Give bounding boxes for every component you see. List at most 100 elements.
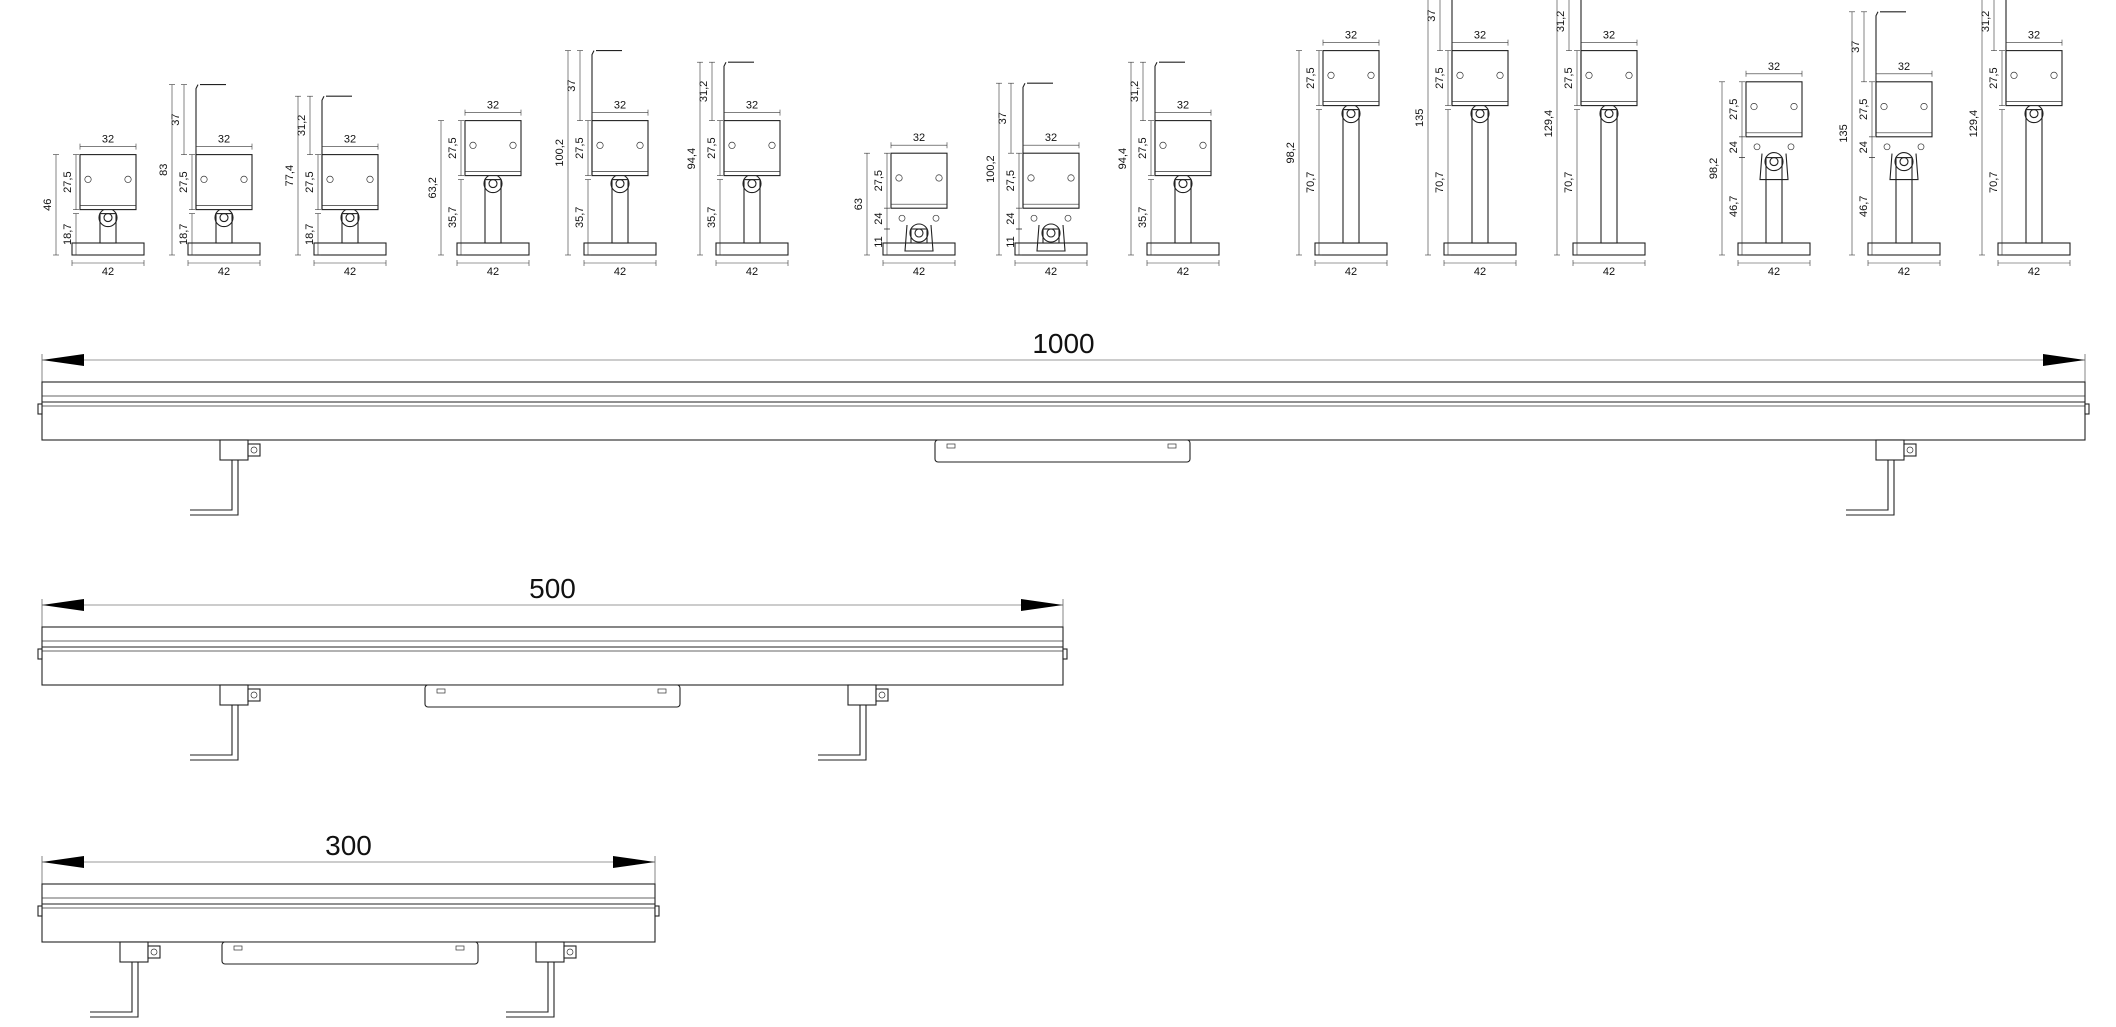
- fixture-view: 500: [37, 573, 1068, 761]
- total-height-label: 135: [1838, 124, 1850, 142]
- stand-height-label: 35,7: [706, 207, 718, 228]
- total-height-label: 135: [1414, 109, 1426, 127]
- screw: [1064, 214, 1072, 222]
- total-height-label: 46: [42, 199, 54, 211]
- screw: [2010, 71, 2018, 79]
- stand-stem: [1042, 228, 1060, 244]
- mounting-base: [456, 242, 530, 256]
- housing-width-label: 32: [913, 132, 925, 144]
- screw: [1030, 214, 1038, 222]
- driver-screw: [657, 688, 667, 694]
- bracket-height-label: 37: [566, 79, 578, 91]
- base-width-label: 42: [487, 266, 499, 278]
- bracket-block: [219, 439, 249, 461]
- profile-housing: [723, 120, 781, 177]
- screw: [1880, 103, 1888, 111]
- wall-bracket: [321, 95, 325, 210]
- stand-stem: [1600, 109, 1618, 244]
- housing-height-label: 27,5: [1137, 137, 1149, 158]
- total-height-label: 94,4: [1117, 148, 1129, 169]
- bracket-knob: [247, 688, 261, 702]
- fixture-length-label: 1000: [1032, 328, 1094, 359]
- housing-height-label: 27,5: [304, 171, 316, 192]
- bracket-height-label: 31,2: [296, 115, 308, 136]
- stand-height-label: 70,7: [1305, 172, 1317, 193]
- housing-height-label: 27,5: [178, 171, 190, 192]
- fixture-length-label: 300: [325, 830, 372, 861]
- arrowhead-left: [42, 856, 84, 868]
- screw: [1067, 174, 1075, 182]
- base-width-label: 42: [344, 266, 356, 278]
- driver-box: [424, 684, 681, 708]
- housing-width-label: 32: [1177, 100, 1189, 112]
- housing-width-label: 32: [344, 134, 356, 146]
- mounting-foot: [190, 705, 233, 756]
- housing-width-label: 32: [487, 100, 499, 112]
- wall-bracket: [723, 61, 727, 176]
- total-height-label: 77,4: [284, 165, 296, 186]
- end-cap: [2084, 403, 2090, 415]
- profile-views: 324227,518,74637324227,518,78331,2324227…: [42, 0, 2071, 278]
- base-width-label: 42: [102, 266, 114, 278]
- bracket-screw: [250, 691, 258, 699]
- stand-stem: [611, 179, 629, 244]
- fixture-body: [41, 883, 656, 943]
- screw: [1750, 103, 1758, 111]
- stand-stem: [99, 213, 117, 244]
- wall-bracket: [1451, 0, 1453, 106]
- mounting-base: [1443, 242, 1517, 256]
- stand-stem: [1471, 109, 1489, 244]
- pivot-hole: [615, 179, 625, 189]
- fixture-length-label: 500: [529, 573, 576, 604]
- bracket-knob: [147, 945, 161, 959]
- swivel-arm: [1036, 224, 1066, 252]
- screw: [596, 141, 604, 149]
- bracket-height-label: 37: [170, 113, 182, 125]
- mounting-foot: [1846, 460, 1889, 511]
- mounting-foot: [190, 460, 239, 516]
- screw: [1787, 143, 1795, 151]
- mounting-foot: [1846, 460, 1895, 516]
- total-height-label: 100,2: [985, 155, 997, 183]
- housing-height-label: 27,5: [1563, 67, 1575, 88]
- screw: [326, 175, 334, 183]
- profile-housing: [1022, 152, 1080, 209]
- total-height-label: 83: [158, 164, 170, 176]
- profile-housing: [2005, 50, 2063, 107]
- housing-width-label: 32: [1045, 132, 1057, 144]
- screw: [1920, 103, 1928, 111]
- total-height-label: 63: [853, 198, 865, 210]
- housing-width-label: 32: [1603, 30, 1615, 42]
- stand-height-label: 35,7: [447, 207, 459, 228]
- stand-height-label: 70,7: [1434, 172, 1446, 193]
- stand-height-label: 46,7: [1858, 196, 1870, 217]
- bracket-knob: [247, 443, 261, 457]
- stand-stem: [1342, 109, 1360, 244]
- screw: [1585, 71, 1593, 79]
- stand-height-label: 18,7: [62, 224, 74, 245]
- screw: [935, 174, 943, 182]
- mounting-foot: [506, 962, 555, 1018]
- mounting-foot: [506, 962, 549, 1013]
- housing-height-label: 27,5: [1305, 67, 1317, 88]
- profile-housing: [79, 154, 137, 211]
- mounting-foot: [818, 705, 867, 761]
- screw: [1199, 141, 1207, 149]
- housing-width-label: 32: [1345, 30, 1357, 42]
- profile-housing: [890, 152, 948, 209]
- base-width-label: 42: [614, 266, 626, 278]
- profile-housing: [464, 120, 522, 177]
- end-cap: [1062, 648, 1068, 660]
- stand-height-label: 35,7: [1137, 207, 1149, 228]
- fixture-body: [41, 381, 2086, 441]
- swivel-arm: [1759, 153, 1789, 181]
- screw: [1367, 71, 1375, 79]
- driver-screw: [436, 688, 446, 694]
- bracket-height-label: 37: [1850, 41, 1862, 53]
